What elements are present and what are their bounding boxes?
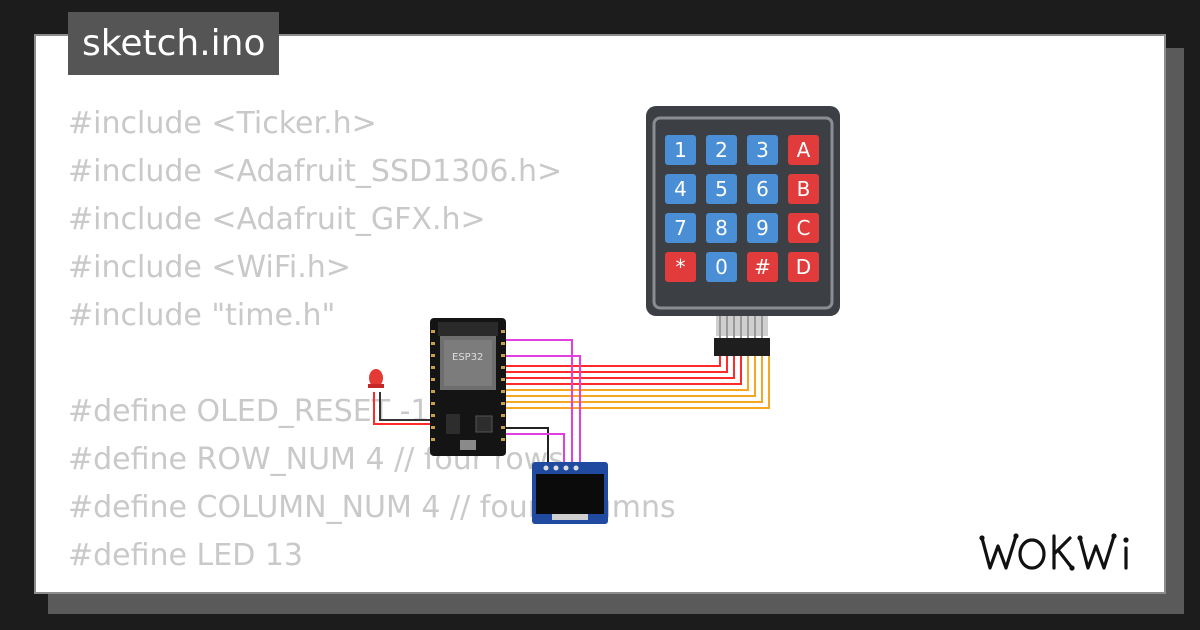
key-cap: [788, 252, 819, 282]
oled-display[interactable]: [532, 462, 608, 524]
esp32-board[interactable]: ESP32: [430, 318, 506, 456]
code-line: #include <WiFi.h>: [68, 250, 351, 285]
file-title: sketch.ino: [68, 12, 280, 75]
key-label: 4: [674, 177, 687, 201]
code-line: #include <Ticker.h>: [68, 106, 377, 141]
key-label: B: [797, 177, 811, 201]
key-#[interactable]: #: [747, 252, 778, 282]
code-line: #include <Adafruit_SSD1306.h>: [68, 154, 563, 189]
key-label: 9: [756, 216, 769, 240]
oled-flex: [552, 514, 588, 520]
key-cap: [706, 174, 737, 204]
key-1[interactable]: 1: [665, 135, 696, 165]
keypad[interactable]: 1 2 3 A 4 5 6 B 7 8 9 C * 0 # D: [646, 106, 840, 356]
key-A[interactable]: A: [788, 135, 819, 165]
key-cap: [665, 213, 696, 243]
keypad-keys: 1 2 3 A 4 5 6 B 7 8 9 C * 0 # D: [665, 135, 819, 282]
key-9[interactable]: 9: [747, 213, 778, 243]
led-rim: [368, 384, 384, 388]
key-label: 8: [715, 216, 728, 240]
key-cap: [665, 174, 696, 204]
code-line: #define OLED_RESET -1: [68, 394, 430, 429]
code-listing: #include <Ticker.h> #include <Adafruit_S…: [68, 100, 676, 580]
key-cap: [788, 174, 819, 204]
key-C[interactable]: C: [788, 213, 819, 243]
keypad-ribbon: [714, 316, 770, 356]
keypad-bezel: [652, 116, 834, 310]
key-*[interactable]: *: [665, 252, 696, 282]
key-cap: [747, 135, 778, 165]
key-B[interactable]: B: [788, 174, 819, 204]
key-cap: [665, 252, 696, 282]
code-line: #define LED 13: [68, 538, 304, 573]
key-7[interactable]: 7: [665, 213, 696, 243]
red-led[interactable]: [368, 369, 384, 388]
key-label: A: [797, 138, 811, 162]
key-8[interactable]: 8: [706, 213, 737, 243]
wires: [373, 339, 770, 462]
key-cap: [665, 135, 696, 165]
esp32-shield: [444, 340, 492, 386]
esp32-antenna: [438, 322, 498, 336]
key-label: 5: [715, 177, 728, 201]
key-4[interactable]: 4: [665, 174, 696, 204]
key-cap: [747, 213, 778, 243]
esp32-usb-chip: [475, 415, 493, 433]
key-label: 2: [715, 138, 728, 162]
oled-screen: [536, 474, 604, 514]
key-label: 0: [715, 255, 728, 279]
wokwi-logo: [979, 533, 1129, 571]
esp32-label: ESP32: [452, 352, 483, 363]
key-label: C: [797, 216, 811, 240]
esp32-pins: [431, 330, 505, 441]
key-label: 3: [756, 138, 769, 162]
key-cap: [747, 252, 778, 282]
key-2[interactable]: 2: [706, 135, 737, 165]
key-label: #: [754, 255, 771, 279]
keypad-connector: [714, 338, 770, 356]
key-label: 1: [674, 138, 687, 162]
code-line: #include <Adafruit_GFX.h>: [68, 202, 486, 237]
esp32-usb-port: [460, 440, 476, 450]
key-label: 6: [756, 177, 769, 201]
key-5[interactable]: 5: [706, 174, 737, 204]
code-line: #include "time.h": [68, 298, 336, 333]
key-cap: [788, 135, 819, 165]
key-cap: [706, 135, 737, 165]
led-dome: [369, 369, 383, 387]
key-6[interactable]: 6: [747, 174, 778, 204]
key-label: *: [676, 255, 686, 279]
key-label: 7: [674, 216, 687, 240]
key-cap: [706, 252, 737, 282]
key-D[interactable]: D: [788, 252, 819, 282]
esp32-regulator: [446, 414, 460, 434]
key-cap: [788, 213, 819, 243]
key-label: D: [796, 255, 811, 279]
key-0[interactable]: 0: [706, 252, 737, 282]
code-line: #define COLUMN_NUM 4 // four columns: [68, 490, 676, 525]
key-3[interactable]: 3: [747, 135, 778, 165]
key-cap: [747, 174, 778, 204]
key-cap: [706, 213, 737, 243]
